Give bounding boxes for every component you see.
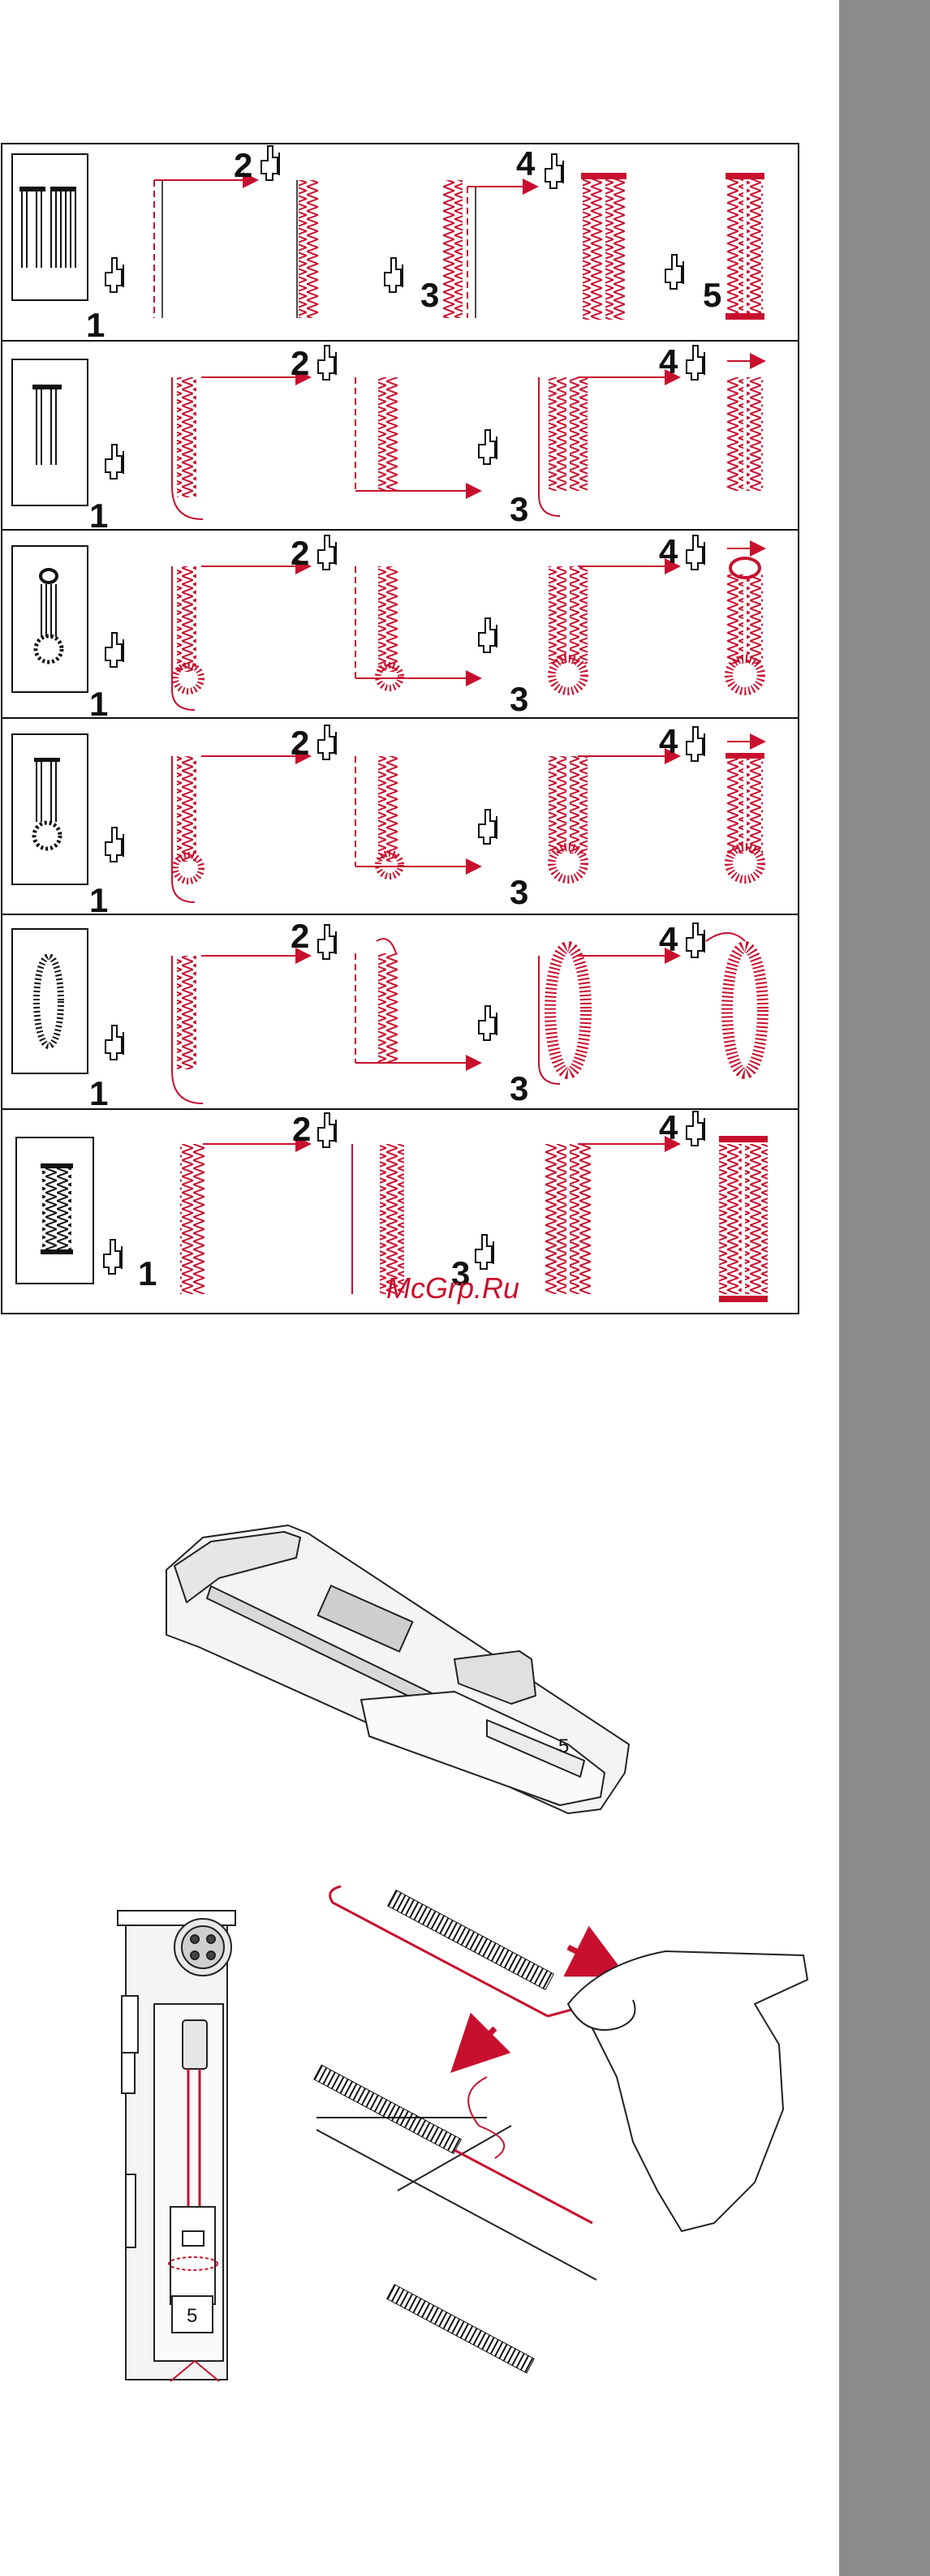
row3-step-1: 1	[89, 685, 108, 723]
arrow-icon	[459, 2028, 495, 2065]
presser-foot-icon	[476, 1235, 493, 1269]
presser-foot-icon	[318, 1113, 336, 1147]
presser-foot-icon	[318, 535, 336, 570]
presser-foot-icon	[479, 1006, 497, 1040]
presser-foot-icon	[545, 154, 563, 188]
row-5: 1 2 3 4	[12, 917, 763, 1112]
row3-step-3: 3	[510, 680, 528, 718]
row3-step-4: 4	[659, 532, 678, 570]
row6-step-4: 4	[659, 1108, 678, 1146]
row4-step-4: 4	[659, 722, 678, 760]
row2-step-4: 4	[659, 342, 678, 381]
presser-foot-plate-number: 5	[558, 1735, 569, 1757]
presser-foot-icon	[104, 1240, 122, 1274]
row-6: 1 2 3 4 McGrp.Ru	[16, 1108, 768, 1305]
row5-step-3: 3	[510, 1069, 528, 1107]
presser-foot-icon	[105, 633, 123, 667]
presser-foot-icon	[105, 828, 123, 862]
presser-foot-icon	[479, 810, 497, 844]
row-1: 1 2 3 4 5	[12, 144, 764, 344]
presser-foot-icon	[318, 925, 336, 959]
presser-foot-icon	[105, 258, 123, 292]
arrow-icon	[568, 1947, 617, 1972]
presser-foot-icon	[687, 727, 704, 761]
row5-step-1: 1	[89, 1074, 108, 1112]
row1-step-3: 3	[420, 276, 439, 314]
buttonhole-pattern-icon	[12, 546, 88, 692]
presser-foot-icon	[105, 1026, 123, 1060]
row4-step-3: 3	[510, 873, 528, 911]
row1-step-2: 2	[234, 146, 252, 184]
buttonhole-pattern-icon	[12, 929, 88, 1073]
row3-step-2: 2	[291, 534, 309, 572]
row1-step-4: 4	[516, 144, 536, 183]
row4-step-2: 2	[291, 724, 309, 762]
cutting-buttonhole-illustration	[314, 1886, 807, 2373]
row-3: 1 2 3 4	[12, 532, 763, 723]
row1-step-1: 1	[86, 306, 105, 344]
presser-foot-icon	[687, 346, 704, 380]
presser-foot-icon	[479, 618, 497, 652]
row2-step-1: 1	[89, 497, 108, 535]
row-4: 1 2 3 4	[12, 722, 764, 919]
presser-foot-icon	[318, 725, 336, 759]
presser-foot-icon	[479, 430, 497, 464]
row-2: 1 2 3 4	[12, 342, 763, 535]
row6-step-1: 1	[138, 1254, 157, 1292]
presser-foot-icon	[687, 923, 704, 957]
hand-icon	[568, 1951, 807, 2231]
presser-foot-icon	[385, 258, 403, 292]
buttonhole-sequence-table	[2, 144, 799, 1314]
row2-step-3: 3	[510, 490, 528, 528]
watermark: McGrp.Ru	[386, 1271, 519, 1305]
buttonhole-foot-illustration: 5	[166, 1525, 629, 1813]
presser-foot-icon	[665, 255, 683, 289]
presser-foot-icon	[105, 445, 123, 479]
presser-foot-icon	[687, 535, 704, 570]
row6-step-2: 2	[292, 1110, 311, 1148]
presser-foot-icon	[261, 146, 279, 180]
presser-foot-icon	[318, 346, 336, 380]
presser-foot-icon	[687, 1112, 704, 1146]
row5-step-2: 2	[291, 917, 309, 955]
row5-step-4: 4	[659, 920, 678, 958]
row1-step-5: 5	[703, 276, 721, 314]
row2-step-2: 2	[291, 344, 309, 382]
sensor-foot-top-view: 5	[118, 1911, 235, 2381]
row4-step-1: 1	[89, 881, 108, 919]
sensor-foot-plate-number: 5	[187, 2305, 197, 2327]
